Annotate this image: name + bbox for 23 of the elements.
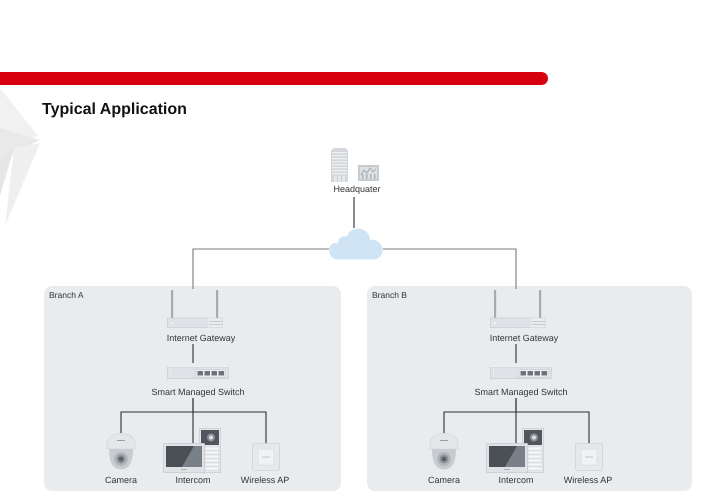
node-label: Intercom	[498, 475, 534, 486]
branch-panel	[44, 286, 341, 491]
panel-label: Branch B	[372, 290, 407, 300]
connector-line	[383, 248, 517, 289]
node-label: Wireless AP	[240, 475, 290, 486]
connector-line	[515, 398, 590, 443]
node-label: Headquater	[333, 184, 381, 195]
branch-panel	[367, 286, 692, 491]
node-label: Camera	[105, 475, 137, 486]
connector-line	[515, 344, 517, 363]
node-label: Internet Gateway	[166, 333, 236, 344]
node-label: Smart Managed Switch	[151, 387, 245, 398]
panel-label: Branch A	[49, 290, 84, 300]
node-label: Intercom	[176, 475, 210, 486]
connector-line	[192, 344, 194, 363]
connector-line	[192, 398, 267, 443]
connector-line	[353, 197, 355, 228]
connector-line	[192, 248, 329, 289]
diagram-title: Typical Application	[42, 100, 187, 119]
node-label: Internet Gateway	[490, 333, 558, 344]
node-label: Smart Managed Switch	[474, 387, 568, 398]
node-label: Camera	[428, 475, 460, 486]
node-label: Wireless AP	[564, 475, 612, 486]
